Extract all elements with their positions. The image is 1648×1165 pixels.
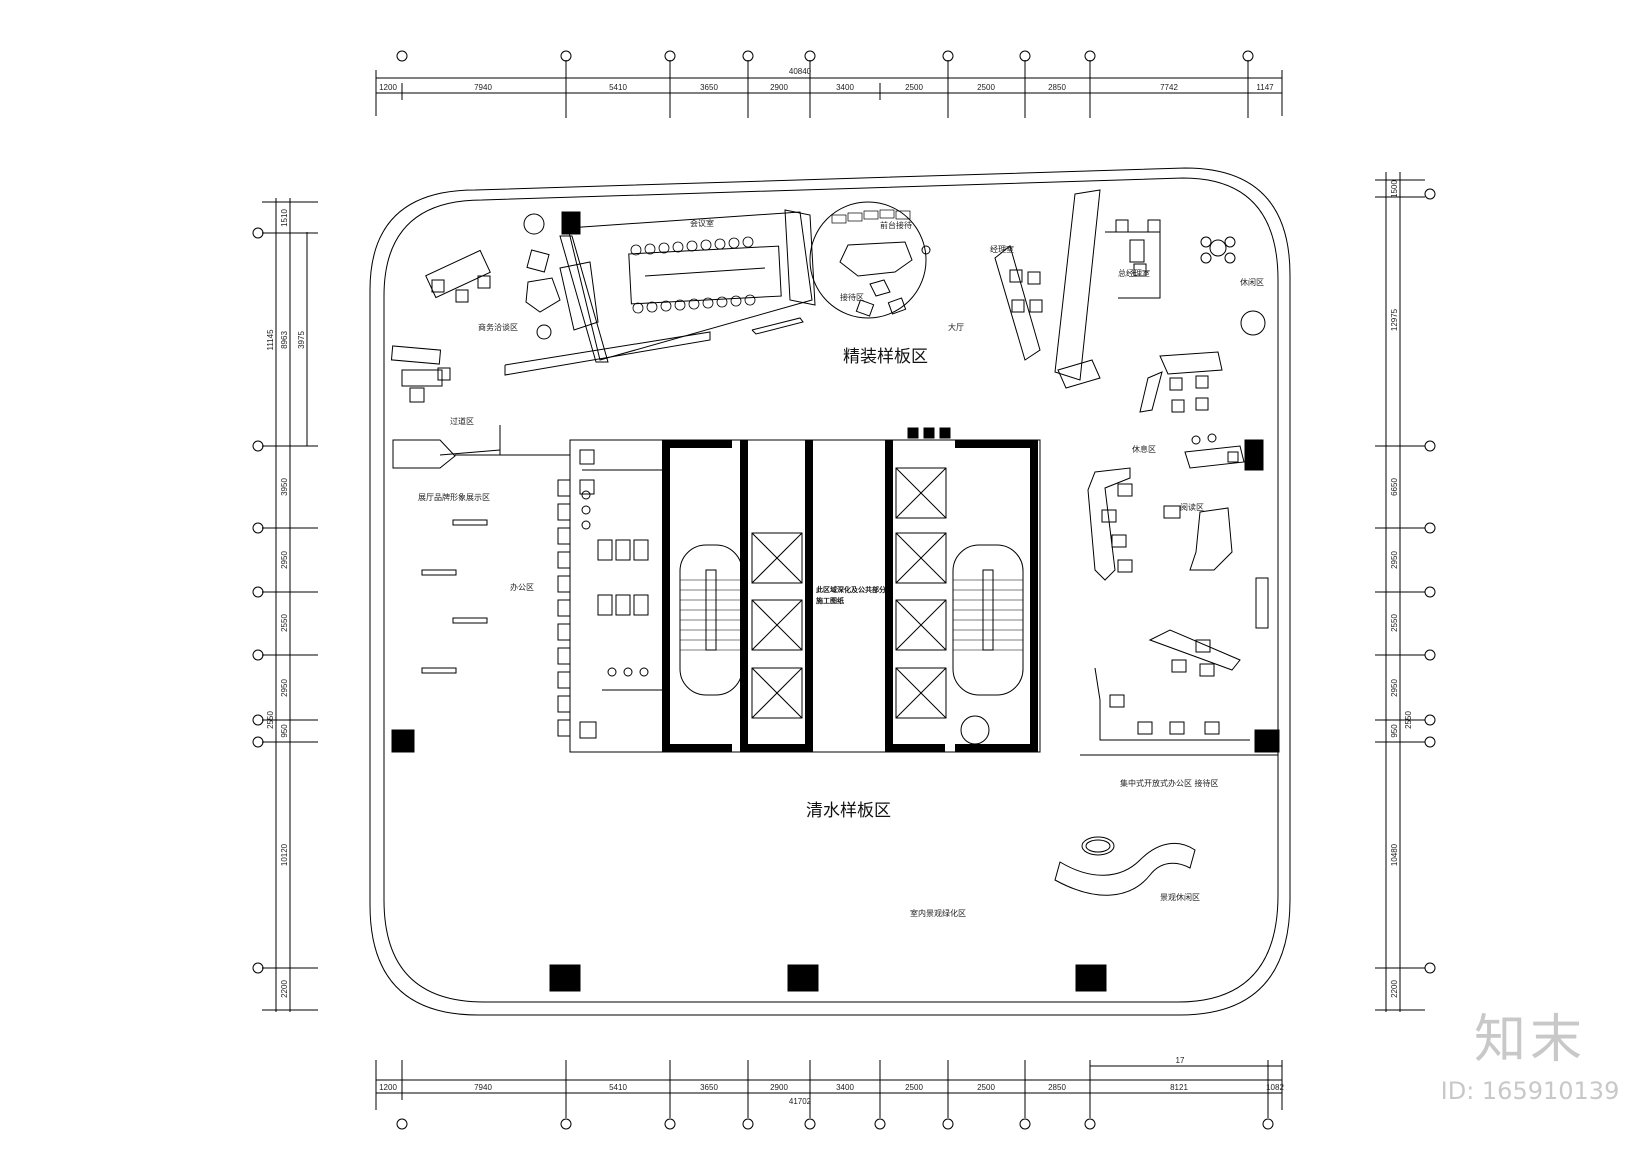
right-dimension-labels: 1500 12975 6650 2950 2550 2950 2550 950 …: [1390, 180, 1413, 998]
top-dim-seg: 2500: [977, 83, 995, 92]
right-dim-seg: 1500: [1390, 180, 1399, 198]
bottom-dim-seg: 1200: [379, 1083, 397, 1092]
bottom-dimension-chain: [375, 1060, 1283, 1118]
right-dimension-chain: [1375, 172, 1425, 1012]
zone-labels: 精装样板区 清水样板区 此区域深化及公共部分 施工图纸: [806, 347, 928, 821]
bottom-dim-seg: 8121: [1170, 1083, 1188, 1092]
room-label: 室内景观绿化区: [910, 908, 966, 918]
left-display-bars: [421, 519, 488, 674]
right-dim-seg: 950: [1390, 724, 1399, 738]
bottom-dim-seg: 3650: [700, 1083, 718, 1092]
room-label: 大厅: [948, 322, 964, 332]
fine-finish-furniture: [390, 189, 1278, 756]
watermark-id: ID: 165910139: [1440, 1077, 1620, 1105]
bottom-axis-bubbles: [396, 1118, 1274, 1130]
top-dim-seg: 7940: [474, 83, 492, 92]
right-dim-seg: 6650: [1390, 478, 1399, 496]
room-labels: 会议室 商务洽谈区 接待区 大厅 前台接待 经理室 总经理室 休闲区 过道区 展…: [418, 218, 1264, 918]
room-label: 会议室: [690, 218, 714, 228]
left-dimension-labels: 1510 11145 8963 3975 3950 2950 2550 2950…: [266, 209, 306, 998]
left-dim-seg: 2200: [280, 980, 289, 998]
top-total-dim: 40840: [789, 67, 812, 76]
bottom-sub-dim: 17: [1176, 1056, 1185, 1065]
left-dim-seg: 1510: [280, 209, 289, 227]
left-dimension-chain: [262, 198, 318, 1012]
left-dim-seg: 2550: [266, 711, 275, 729]
top-dim-seg: 1147: [1256, 83, 1274, 92]
top-dimension-labels: 40840 1200 7940 5410 3650 2900 3400 2500…: [379, 67, 1274, 92]
left-dim-seg: 8963: [280, 331, 289, 349]
left-dim-inner: 3975: [297, 331, 306, 349]
top-dim-seg: 3650: [700, 83, 718, 92]
room-label: 休闲区: [1240, 277, 1264, 287]
watermark: 知末 ID: 165910139: [1430, 1010, 1630, 1106]
top-dim-seg: 1200: [379, 83, 397, 92]
room-label: 过道区: [450, 416, 474, 426]
bottom-dimension-labels: 41702 17 1200 7940 5410 3650 2900 3400 2…: [379, 1056, 1284, 1106]
right-dim-seg: 2550: [1404, 711, 1413, 729]
top-axis-bubbles: [396, 50, 1254, 62]
fine-finish-zone-label: 精装样板区: [843, 347, 928, 367]
clear-finish-zone-label: 清水样板区: [806, 801, 891, 821]
room-label: 接待区: [840, 292, 864, 302]
room-label: 经理室: [990, 244, 1014, 254]
structural-columns: [391, 211, 1280, 992]
room-label: 办公区: [510, 582, 534, 592]
core-note-line1: 此区域深化及公共部分: [816, 585, 886, 594]
room-label: 集中式开放式办公区 接待区: [1120, 778, 1219, 788]
top-dim-seg: 2500: [905, 83, 923, 92]
bottom-dim-seg: 2850: [1048, 1083, 1066, 1092]
core-area: [557, 427, 1041, 753]
left-axis-bubbles: [252, 227, 264, 974]
left-dim-seg: 10120: [280, 843, 289, 866]
right-dim-seg: 2200: [1390, 980, 1399, 998]
right-dim-seg: 2950: [1390, 551, 1399, 569]
right-axis-bubbles: [1424, 188, 1436, 974]
right-dim-seg: 12975: [1390, 308, 1399, 331]
bottom-dim-seg: 5410: [609, 1083, 627, 1092]
top-dimension-chain: [375, 60, 1283, 118]
left-dim-seg: 2950: [280, 679, 289, 697]
top-dim-seg: 2900: [770, 83, 788, 92]
room-label: 休息区: [1132, 444, 1156, 454]
left-dim-seg: 2550: [280, 614, 289, 632]
left-dim-seg: 950: [280, 724, 289, 738]
right-dim-seg: 2550: [1390, 614, 1399, 632]
top-dim-seg: 5410: [609, 83, 627, 92]
landscape-curve: [1054, 836, 1196, 896]
top-dim-seg: 3400: [836, 83, 854, 92]
left-dim-seg: 11145: [266, 329, 275, 351]
room-label: 景观休闲区: [1160, 892, 1200, 902]
bottom-dim-seg: 2500: [905, 1083, 923, 1092]
top-dim-seg: 2850: [1048, 83, 1066, 92]
bottom-total-dim: 41702: [789, 1097, 812, 1106]
right-dim-seg: 10480: [1390, 843, 1399, 866]
right-dim-seg: 2950: [1390, 679, 1399, 697]
bottom-dim-seg: 2900: [770, 1083, 788, 1092]
bottom-dim-seg: 3400: [836, 1083, 854, 1092]
left-dim-seg: 2950: [280, 551, 289, 569]
building-outline: [369, 167, 1291, 1016]
room-label: 总经理室: [1118, 268, 1150, 278]
watermark-logo: 知末: [1473, 1010, 1586, 1070]
core-note-line2: 施工图纸: [816, 596, 844, 605]
room-label: 前台接待: [880, 220, 912, 230]
room-label: 阅读区: [1180, 502, 1204, 512]
bottom-dim-seg: 1082: [1266, 1083, 1284, 1092]
left-dim-seg: 3950: [280, 478, 289, 496]
bottom-dim-seg: 2500: [977, 1083, 995, 1092]
top-dim-seg: 7742: [1160, 83, 1178, 92]
room-label: 展厅品牌形象展示区: [418, 492, 490, 502]
bottom-dim-seg: 7940: [474, 1083, 492, 1092]
room-label: 商务洽谈区: [478, 322, 518, 332]
